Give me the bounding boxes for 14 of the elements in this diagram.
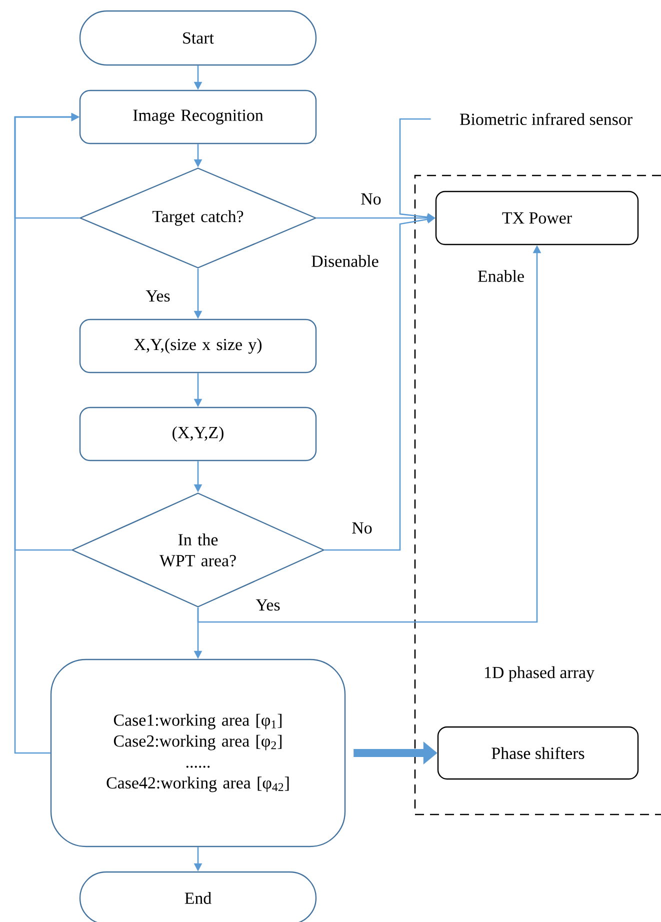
process-box: Phase shifters (437, 726, 639, 780)
process-box: X,Y,(size x size y) (79, 318, 317, 374)
process-box: TX Power (435, 190, 639, 246)
process-box: (X,Y,Z) (79, 406, 317, 462)
state-label: Enable (476, 269, 526, 283)
terminal-box: End (79, 871, 317, 922)
edge-label: No (360, 192, 382, 206)
edge-label: No (350, 521, 374, 535)
terminal-box: Start (79, 10, 317, 66)
group-label: 1D phased array (485, 666, 594, 682)
sensor-label: Biometric infrared sensor (460, 112, 632, 126)
process-box: Image Recognition (79, 90, 317, 144)
edge-label: Yes (144, 289, 172, 303)
process-box: Case1:working area [φ$_{1}$] Case2:working area [φ$_{2}$] ...... Case42:working area [φ$_{42}$] (50, 658, 346, 848)
